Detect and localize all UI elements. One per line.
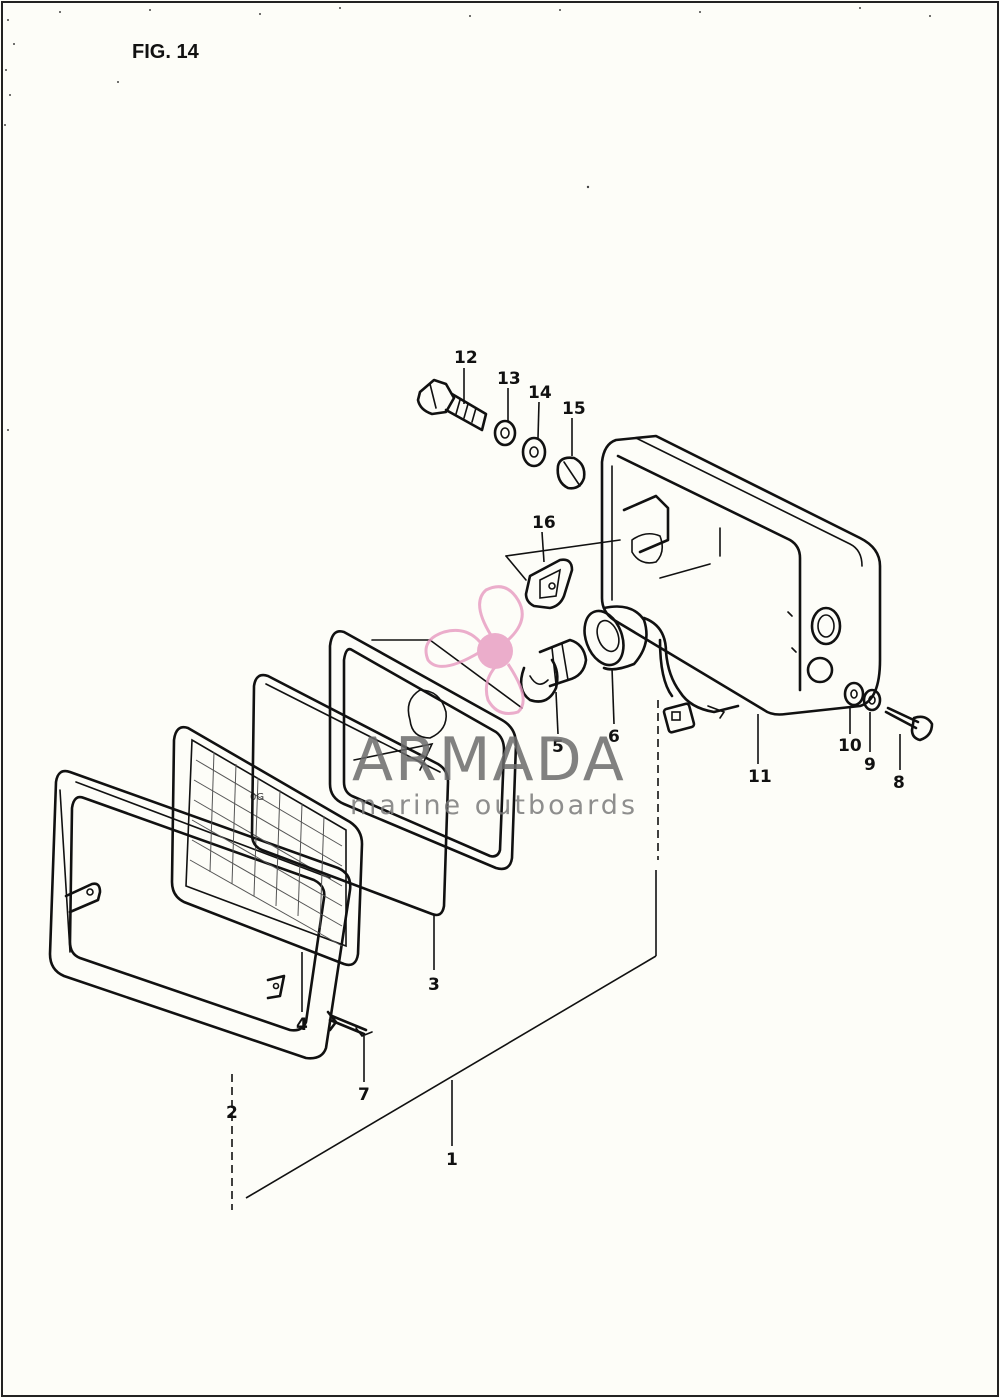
- propeller-blade-right: [484, 662, 525, 715]
- part-2-headlight-rim: [48, 769, 352, 1060]
- part-15-nut-collar: [556, 456, 586, 490]
- callout-3: 3: [428, 975, 440, 995]
- propeller-hub: [477, 633, 513, 669]
- part-6-bulb-socket: [583, 605, 740, 734]
- part-5-bulb: [519, 638, 588, 703]
- figure-title: FIG. 14: [132, 41, 200, 63]
- part-14-washer: [521, 436, 547, 468]
- callout-16: 16: [532, 513, 556, 533]
- part-11-headlight-housing: [600, 434, 882, 716]
- callout-9: 9: [864, 755, 876, 775]
- callout-labels: 1 2 3 4 5 6 7 8 9 10 11 12 13 14 15 16: [226, 348, 905, 1170]
- callout-1: 1: [446, 1150, 458, 1170]
- callout-5: 5: [552, 737, 564, 757]
- watermark-brand: ARMADA: [352, 725, 626, 795]
- propeller-blade-top: [478, 585, 524, 642]
- callout-12: 12: [454, 348, 478, 368]
- callout-8: 8: [893, 773, 905, 793]
- callout-14: 14: [528, 383, 552, 403]
- reflector-frame: [328, 630, 523, 871]
- watermark-tagline: marine outboards: [350, 790, 638, 821]
- callout-11: 11: [748, 767, 772, 787]
- svg-text:0G: 0G: [250, 792, 264, 803]
- part-3-gasket: [250, 673, 450, 917]
- leader-lines: [231, 368, 901, 1210]
- callout-6: 6: [608, 727, 620, 747]
- part-8-screw: [884, 706, 934, 742]
- part-9-washer: [862, 688, 882, 712]
- propeller-logo-icon: [424, 585, 525, 715]
- part-16-clip: [505, 539, 621, 610]
- part-13-lock-washer: [493, 419, 517, 447]
- part-12-bolt: [416, 378, 488, 432]
- part-7-adjusting-screw: [326, 1010, 373, 1037]
- callout-10: 10: [838, 736, 862, 756]
- callout-7: 7: [358, 1085, 370, 1105]
- part-10-washer: [843, 681, 865, 707]
- callout-13: 13: [497, 369, 521, 389]
- part-4-headlight-lens: 0G: [170, 725, 364, 967]
- propeller-blade-left: [424, 628, 482, 668]
- callout-4: 4: [296, 1015, 308, 1035]
- callout-15: 15: [562, 399, 586, 419]
- callout-2: 2: [226, 1103, 238, 1123]
- scan-noise: [4, 7, 931, 431]
- watermark: ARMADA marine outboards: [350, 585, 638, 821]
